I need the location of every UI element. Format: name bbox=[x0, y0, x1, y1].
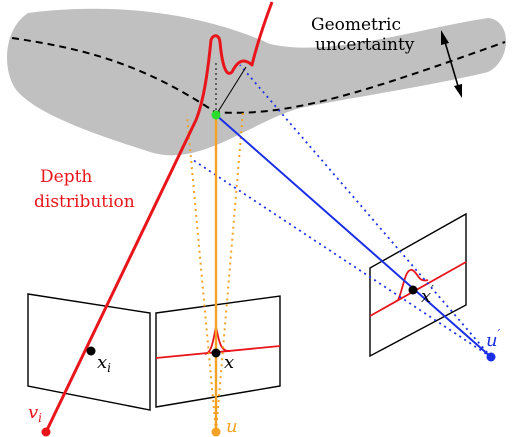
black-thin-ray bbox=[215, 66, 247, 116]
surface-dashed-curve bbox=[11, 37, 506, 114]
label-u-prime: u′ bbox=[486, 327, 501, 351]
label-uncertainty: uncertainty bbox=[315, 35, 415, 55]
epipolar-line-right bbox=[369, 261, 467, 317]
point-u bbox=[211, 427, 221, 437]
uncertainty-band bbox=[7, 8, 507, 156]
orange-cone bbox=[186, 111, 244, 433]
point-v-i bbox=[41, 427, 51, 437]
depth-bump-right bbox=[397, 269, 429, 301]
uncertainty-arrow bbox=[441, 30, 462, 98]
point-x-prime bbox=[408, 285, 418, 295]
depth-distribution-curve bbox=[44, 1, 274, 433]
label-v-i: vi bbox=[28, 402, 42, 425]
point-u-prime bbox=[486, 352, 496, 362]
label-x-prime: x′ bbox=[421, 283, 434, 307]
point-surface bbox=[211, 110, 221, 120]
label-x: x bbox=[224, 352, 234, 373]
camera-plane-right bbox=[369, 212, 467, 358]
label-x-i: xi bbox=[97, 352, 111, 375]
blue-dotted-rays bbox=[192, 64, 492, 358]
label-depth: Depth bbox=[40, 167, 92, 187]
label-geometric: Geometric bbox=[311, 15, 401, 35]
label-distribution: distribution bbox=[34, 192, 135, 212]
point-x bbox=[211, 348, 221, 358]
label-u: u bbox=[226, 416, 238, 437]
blue-ray bbox=[215, 114, 492, 358]
point-x-i bbox=[86, 346, 96, 356]
